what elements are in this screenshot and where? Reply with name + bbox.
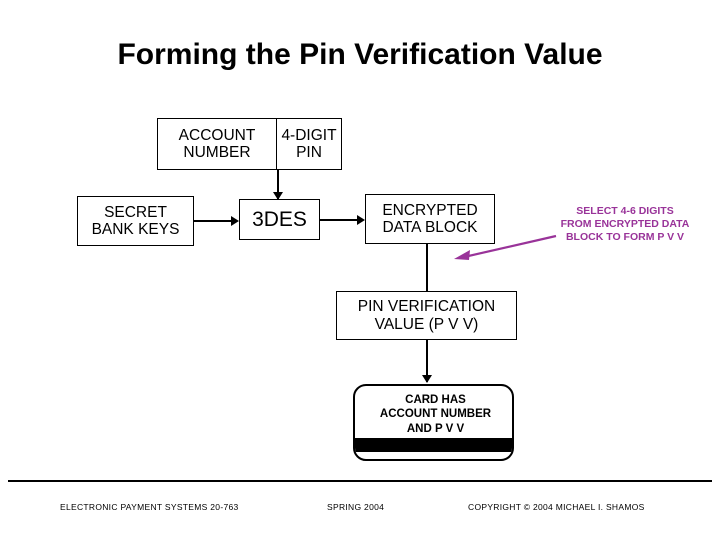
connector-encrypted-to-pvv (426, 244, 428, 291)
card-graphic: CARD HAS ACCOUNT NUMBER AND P V V (353, 384, 514, 461)
connector-3des-to-encrypted (320, 219, 358, 221)
arrowhead-keys-to-3des (231, 216, 239, 226)
arrowhead-3des-to-encrypted (357, 215, 365, 225)
box-3des: 3DES (239, 199, 320, 240)
footer-term-label: SPRING 2004 (327, 502, 385, 512)
page-title: Forming the Pin Verification Value (117, 38, 603, 71)
arrowhead-pin-to-3des (273, 192, 283, 200)
annotation-select-digits: SELECT 4-6 DIGITS FROM ENCRYPTED DATA BL… (560, 205, 690, 244)
connector-keys-to-3des (194, 220, 232, 222)
card-magnetic-stripe (355, 438, 512, 452)
box-secret-bank-keys: SECRET BANK KEYS (77, 196, 194, 246)
card-text: CARD HAS ACCOUNT NUMBER AND P V V (379, 394, 492, 435)
footer-divider (8, 480, 712, 482)
footer-copyright-label: COPYRIGHT © 2004 MICHAEL I. SHAMOS (468, 502, 645, 512)
box-pin-verification-value: PIN VERIFICATION VALUE (P V V) (336, 291, 517, 340)
connector-pin-to-3des (277, 170, 279, 199)
arrowhead-pvv-to-card (422, 375, 432, 383)
connector-pvv-to-card (426, 340, 428, 382)
box-encrypted-data-block: ENCRYPTED DATA BLOCK (365, 194, 495, 244)
box-account-number: ACCOUNT NUMBER (157, 118, 277, 170)
box-four-digit-pin: 4-DIGIT PIN (276, 118, 342, 170)
footer-course-label: ELECTRONIC PAYMENT SYSTEMS 20-763 (60, 502, 239, 512)
